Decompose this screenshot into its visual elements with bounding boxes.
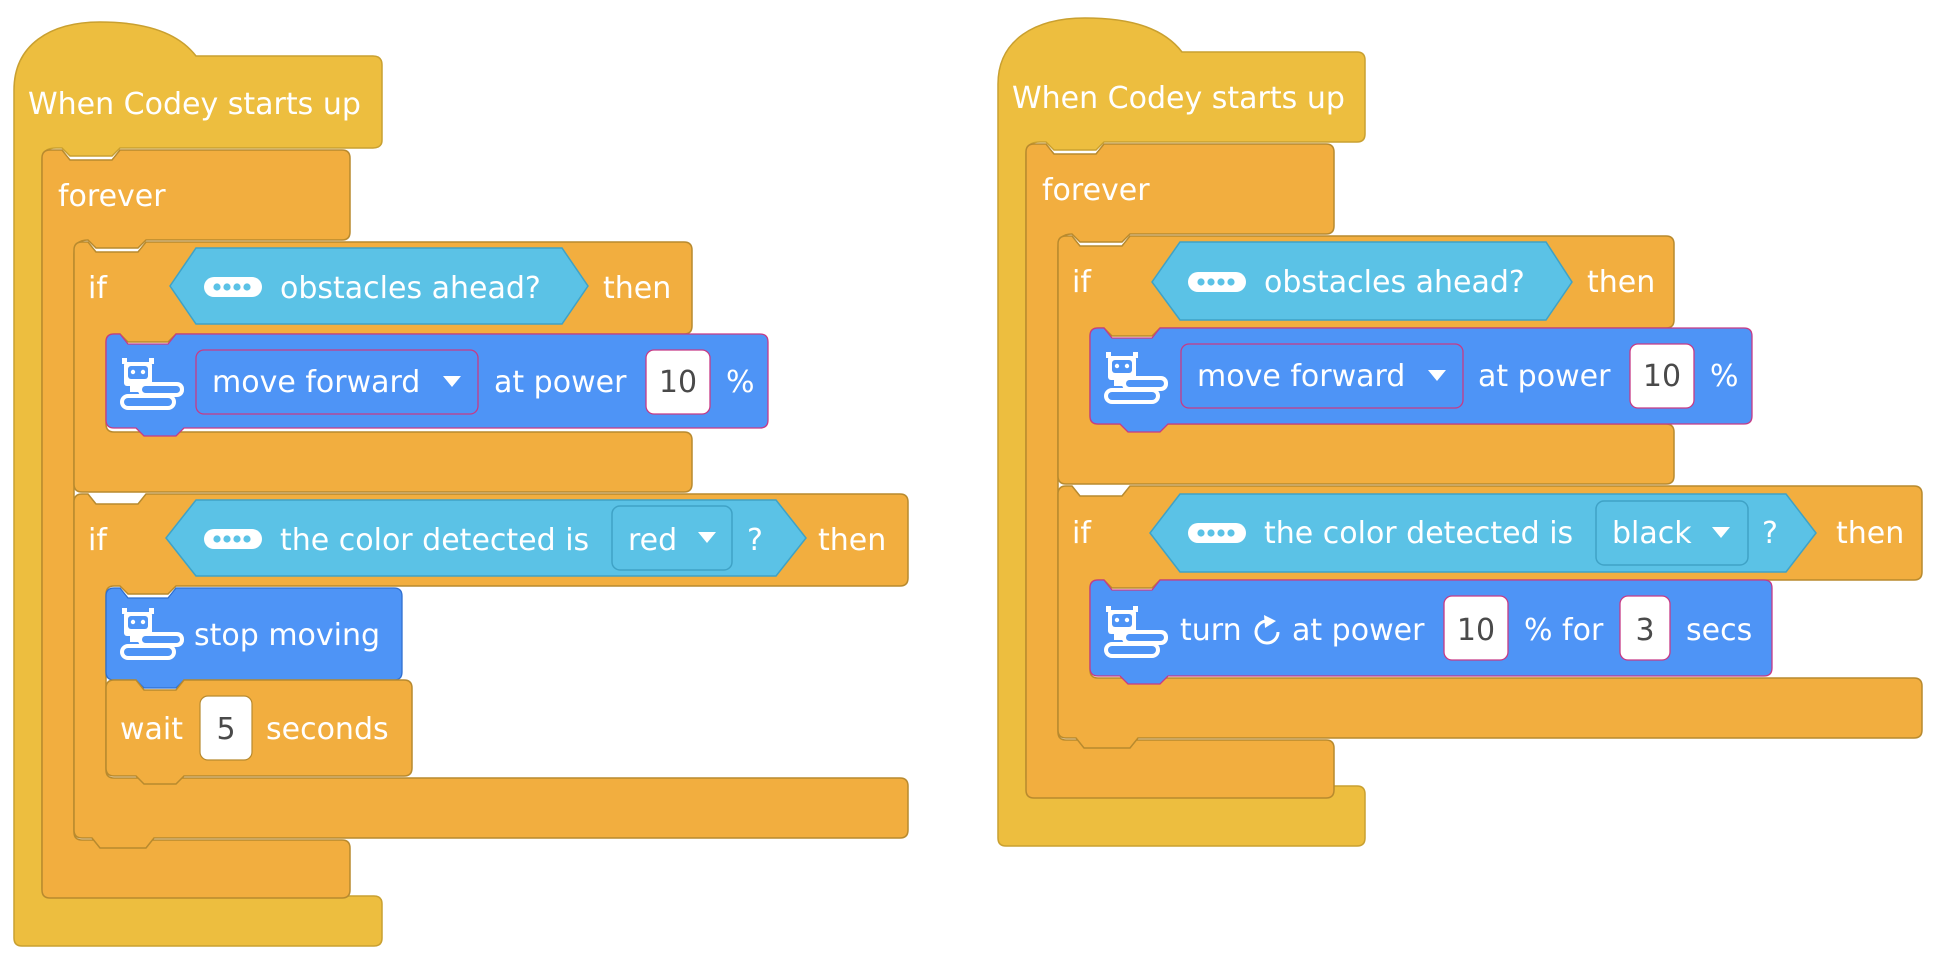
sensor-icon — [204, 529, 262, 549]
right-forever-block[interactable] — [1025, 143, 1335, 799]
then-label: then — [818, 523, 886, 558]
at-power-label: at power — [494, 365, 627, 400]
color-dropdown-value: red — [628, 523, 677, 558]
right-turn-secs-input[interactable] — [1619, 595, 1671, 661]
forever-label: forever — [1042, 173, 1150, 208]
chevron-down-icon — [1712, 527, 1730, 538]
rotate-clockwise-icon — [1254, 615, 1280, 645]
right-color-dropdown[interactable] — [1595, 500, 1749, 566]
power-value: 10 — [1643, 359, 1681, 394]
right-power-input[interactable] — [1629, 343, 1695, 409]
move-dropdown-value: move forward — [212, 365, 420, 400]
left-wait-input[interactable] — [199, 695, 253, 761]
percent-label: % — [1710, 359, 1739, 394]
then-label: then — [1836, 516, 1904, 551]
left-forever-block[interactable] — [41, 149, 351, 899]
condition-label: the color detected is — [1264, 516, 1573, 551]
if-label: if — [1072, 265, 1092, 300]
if-label: if — [88, 271, 108, 306]
then-label: then — [603, 271, 671, 306]
hat-label: When Codey starts up — [1012, 81, 1345, 116]
at-power-label: at power — [1478, 359, 1611, 394]
left-hat-block[interactable] — [13, 21, 383, 947]
condition-label: the color detected is — [280, 523, 589, 558]
left-obstacles-condition[interactable] — [169, 247, 589, 325]
power-value: 10 — [659, 365, 697, 400]
right-turn-power-input[interactable] — [1443, 595, 1509, 661]
chevron-down-icon — [443, 376, 461, 387]
sensor-icon — [1188, 272, 1246, 292]
left-power-input[interactable] — [645, 349, 711, 415]
question-mark: ? — [747, 523, 763, 558]
if-label: if — [88, 523, 108, 558]
chevron-down-icon — [1428, 370, 1446, 381]
sensor-icon — [204, 277, 262, 297]
turn-power-value: 10 — [1457, 613, 1495, 648]
percent-for-label: % for — [1524, 613, 1604, 648]
stop-moving-label: stop moving — [194, 618, 380, 653]
right-hat-block[interactable] — [997, 17, 1366, 847]
left-script — [13, 21, 909, 947]
left-color-dropdown[interactable] — [611, 505, 733, 571]
right-obstacles-condition[interactable] — [1151, 241, 1573, 321]
right-turn-block[interactable] — [1089, 579, 1773, 685]
turn-secs-value: 3 — [1635, 613, 1654, 648]
sensor-icon — [1188, 523, 1246, 543]
move-dropdown-value: move forward — [1197, 359, 1405, 394]
left-if-block-2[interactable] — [73, 493, 909, 849]
then-label: then — [1587, 265, 1655, 300]
right-script — [997, 17, 1923, 847]
forever-label: forever — [58, 179, 166, 214]
left-wait-block[interactable] — [105, 679, 413, 785]
question-mark: ? — [1762, 516, 1778, 551]
hat-label: When Codey starts up — [28, 87, 361, 122]
left-move-dropdown[interactable] — [195, 349, 479, 415]
right-move-dropdown[interactable] — [1180, 343, 1464, 409]
seconds-label: seconds — [266, 712, 389, 747]
wait-label: wait — [120, 712, 183, 747]
color-dropdown-value: black — [1612, 516, 1692, 551]
percent-label: % — [726, 365, 755, 400]
condition-label: obstacles ahead? — [280, 271, 541, 306]
condition-label: obstacles ahead? — [1264, 265, 1525, 300]
wait-value: 5 — [216, 712, 235, 747]
secs-label: secs — [1686, 613, 1752, 648]
chevron-down-icon — [698, 532, 716, 543]
turn-label: turn — [1180, 613, 1242, 648]
at-power-label: at power — [1292, 613, 1425, 648]
if-label: if — [1072, 516, 1092, 551]
